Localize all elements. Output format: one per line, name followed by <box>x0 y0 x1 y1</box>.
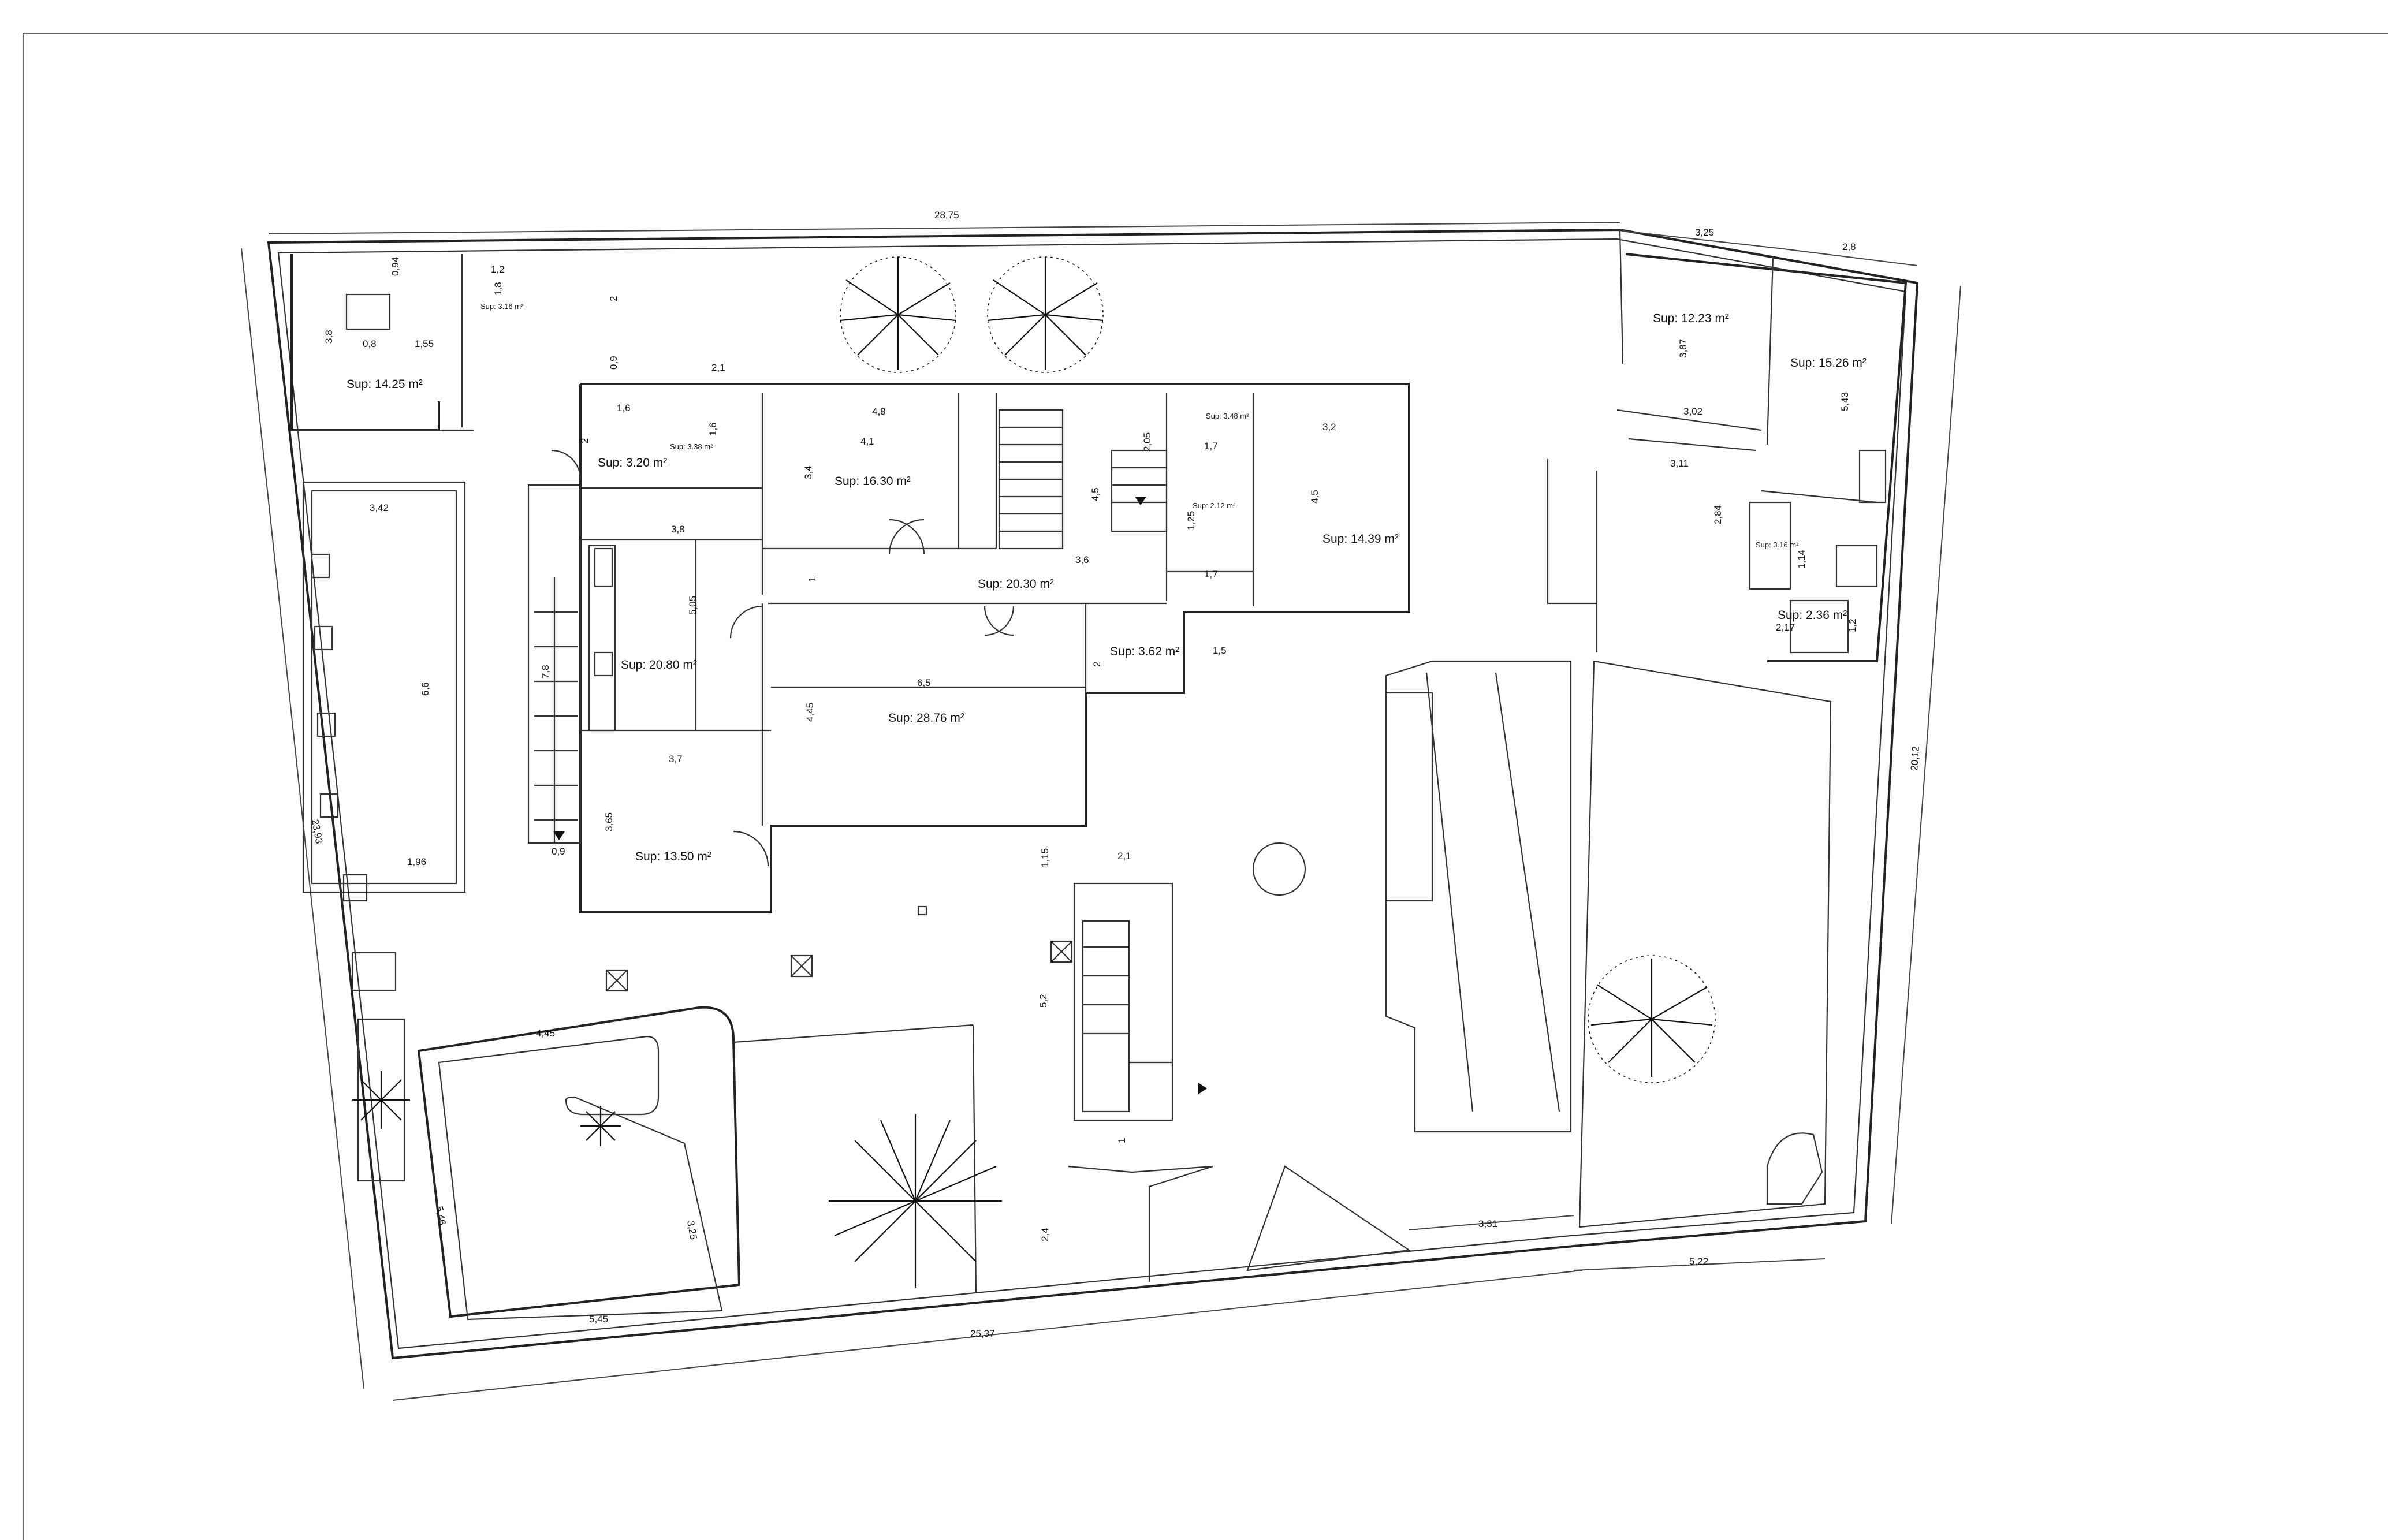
dimension-label: 1 <box>807 577 818 582</box>
dimension-label: 3,2 <box>1322 422 1336 432</box>
tree-1 <box>840 256 956 373</box>
garage-staircase <box>527 484 582 844</box>
room-label: Sup: 28.76 m² <box>888 711 964 725</box>
dimension-label: 3,65 <box>603 812 614 831</box>
dimension-label: 6,5 <box>917 677 931 688</box>
dimension-label: 20,12 <box>1909 746 1921 771</box>
site-boundary <box>267 228 1919 1360</box>
room-label: Sup: 16.30 m² <box>835 475 911 488</box>
dimension-label: 0,94 <box>390 257 401 276</box>
dimension-label: 4,45 <box>804 703 815 722</box>
room-label: Sup: 3.16 m² <box>1756 540 1799 549</box>
dimension-label: 1,6 <box>707 422 718 436</box>
room-label: Sup: 2.12 m² <box>1193 501 1236 510</box>
room-label: Sup: 12.23 m² <box>1653 312 1729 325</box>
dimension-label: 3,6 <box>1075 554 1089 565</box>
dimension-label: 3,11 <box>1670 458 1689 469</box>
dimension-label: 4,8 <box>872 406 886 417</box>
room-label: Sup: 3.62 m² <box>1110 645 1179 658</box>
palm-1 <box>829 1114 1002 1288</box>
dimension-label: 4,5 <box>1090 487 1101 501</box>
room-labels: Sup: 14.25 m² Sup: 3.16 m² Sup: 3.20 m² … <box>347 302 1867 863</box>
courtyard <box>605 842 1411 1282</box>
room-label: Sup: 13.50 m² <box>635 850 711 863</box>
dimension-label: 2,17 <box>1776 622 1795 633</box>
dimension-label: 3,87 <box>1678 339 1689 358</box>
tree-3 <box>1588 955 1716 1083</box>
room-label: Sup: 20.80 m² <box>621 658 697 672</box>
dimension-label: 2 <box>608 296 619 301</box>
dimension-label: 3,7 <box>669 754 683 765</box>
room-label: Sup: 2.36 m² <box>1778 609 1847 622</box>
dimension-label: 1,96 <box>407 856 426 867</box>
dimension-label: 5,45 <box>589 1314 608 1325</box>
dimension-label: 3,25 <box>1695 227 1714 238</box>
pool <box>417 1006 977 1321</box>
room-label: Sup: 3.38 m² <box>670 442 713 451</box>
room-label: Sup: 14.39 m² <box>1322 532 1399 546</box>
dimension-label: 5,46 <box>434 1205 448 1226</box>
dimension-labels: 28,75 3,25 2,8 0,94 1,2 1,8 2 3,8 0,8 1,… <box>310 210 1921 1339</box>
palm-3 <box>580 1106 621 1146</box>
main-house <box>551 383 1410 913</box>
room-label: Sup: 15.26 m² <box>1790 356 1867 370</box>
dimension-label: 1,25 <box>1186 511 1197 530</box>
sheet-border <box>23 33 2388 1540</box>
dimension-label: 0,9 <box>552 846 565 857</box>
dimension-label: 2,84 <box>1712 505 1723 524</box>
room-label: Sup: 3.16 m² <box>480 302 524 311</box>
dimension-label: 4,5 <box>1309 490 1320 504</box>
dimension-label: 2 <box>579 438 590 443</box>
palm-2 <box>352 1071 410 1129</box>
dimension-label: 5,2 <box>1038 994 1049 1008</box>
dimension-label: 4,1 <box>860 436 874 447</box>
dimension-label: 3,42 <box>370 502 389 513</box>
room-label: Sup: 20.30 m² <box>978 577 1054 591</box>
dimension-label: 28,75 <box>934 210 959 221</box>
dimension-label: 1,2 <box>491 264 505 275</box>
dimension-label: 1,14 <box>1796 550 1807 569</box>
dimension-label: 2,05 <box>1142 432 1153 452</box>
dimension-label: 2,4 <box>1040 1228 1050 1241</box>
dimension-label: 5,05 <box>687 596 698 615</box>
dimension-label: 1,7 <box>1204 441 1218 452</box>
dimension-label: 1,8 <box>493 282 504 296</box>
right-annex <box>1385 253 1908 1228</box>
dimension-label: 0,8 <box>363 338 377 349</box>
main-staircase <box>998 409 1168 550</box>
dimension-label: 3,31 <box>1478 1218 1497 1229</box>
dimension-label: 2,1 <box>711 362 725 373</box>
dimension-label: 3,8 <box>323 330 334 344</box>
dimension-label: 7,8 <box>540 665 551 678</box>
dimension-label: 3,4 <box>803 465 814 479</box>
dimension-label: 1,7 <box>1204 569 1218 580</box>
dimension-label: 2 <box>1091 662 1102 667</box>
dimension-label: 2,8 <box>1842 241 1856 252</box>
tree-2 <box>987 256 1104 373</box>
dimension-label: 4,45 <box>536 1028 555 1039</box>
dimension-label: 2,1 <box>1117 851 1131 862</box>
dimension-label: 25,37 <box>970 1328 995 1339</box>
dimension-label: 1,55 <box>415 338 434 349</box>
dimension-label: 3,25 <box>685 1220 699 1240</box>
dimension-label: 1,6 <box>617 402 631 413</box>
left-wing <box>290 254 474 1182</box>
room-label: Sup: 3.20 m² <box>598 456 667 469</box>
dimension-label: 1 <box>1116 1138 1127 1143</box>
dimension-label: 1,2 <box>1847 618 1858 632</box>
dimension-label: 3,8 <box>671 524 685 535</box>
dimension-label: 6,6 <box>420 682 431 696</box>
room-label: Sup: 3.48 m² <box>1206 412 1249 420</box>
dimension-label: 5,22 <box>1689 1256 1708 1267</box>
dimension-label: 0,9 <box>608 356 619 370</box>
dimension-lines <box>241 222 1961 1401</box>
dimension-label: 3,02 <box>1683 406 1702 417</box>
dimension-label: 5,43 <box>1839 392 1850 411</box>
dimension-label: 1,15 <box>1040 848 1050 867</box>
room-label: Sup: 14.25 m² <box>347 378 423 391</box>
dimension-label: 1,5 <box>1213 645 1227 656</box>
